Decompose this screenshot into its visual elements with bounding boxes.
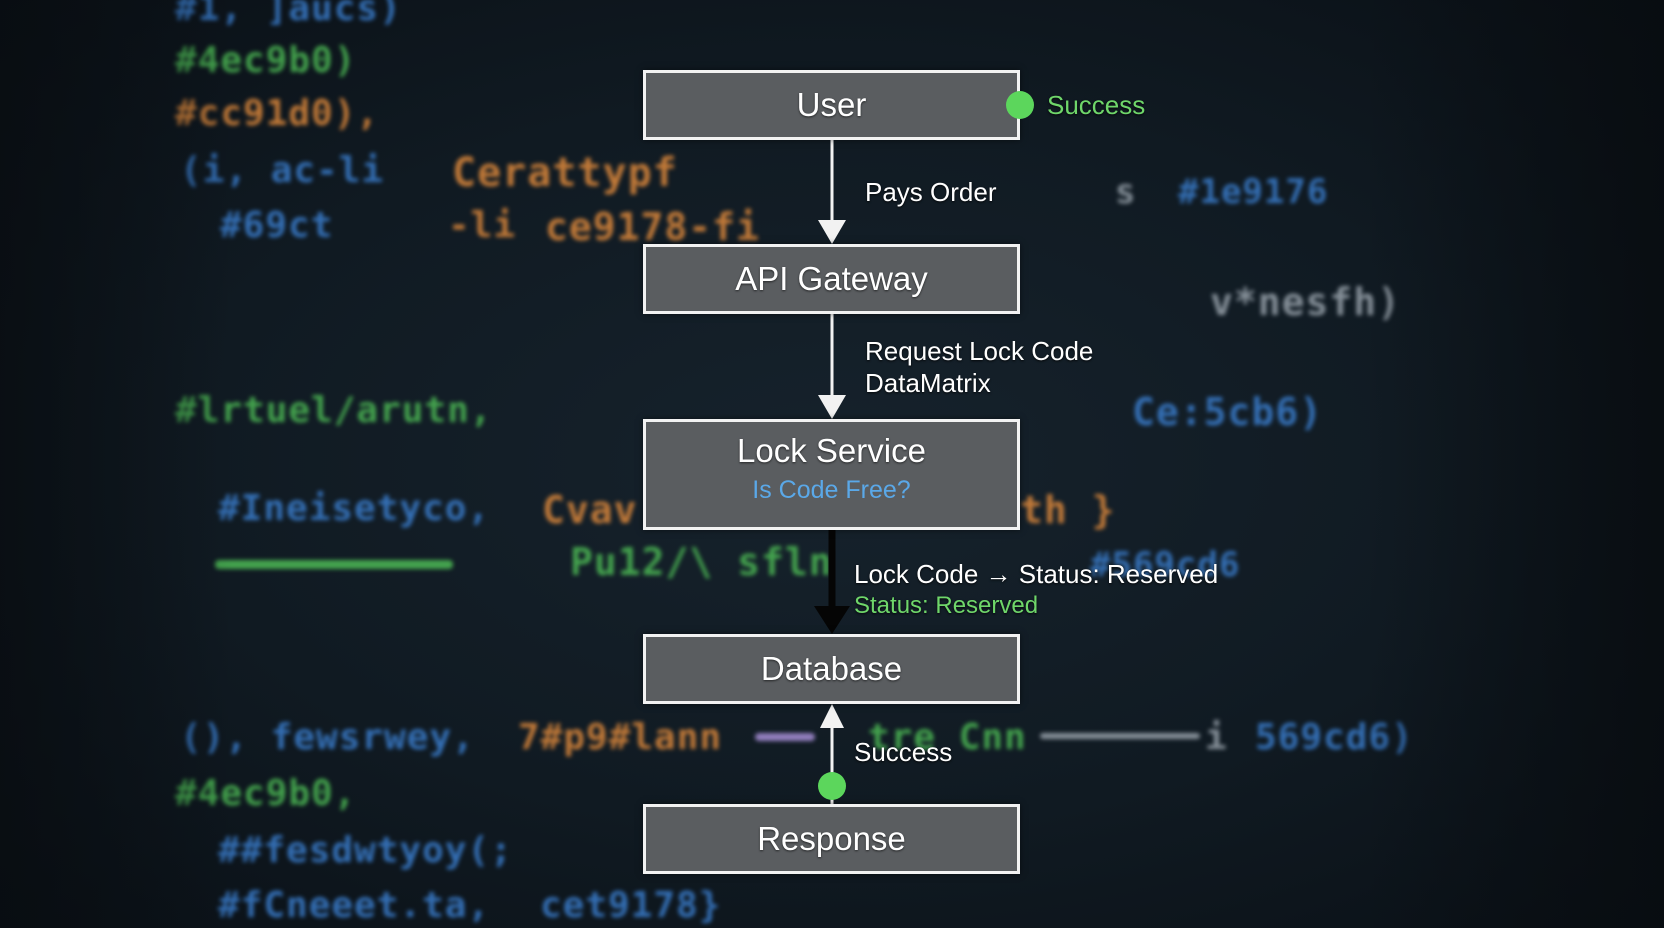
node-api-gateway[interactable]: API Gateway bbox=[643, 244, 1020, 314]
arrowhead-down-icon bbox=[818, 220, 846, 244]
node-lock-service[interactable]: Lock Service Is Code Free? bbox=[643, 419, 1020, 530]
node-label: Response bbox=[757, 820, 906, 857]
edge-label-request-lock-code: Request Lock Code bbox=[865, 336, 1094, 366]
arrowhead-up-icon bbox=[820, 704, 844, 728]
success-status-dot-icon bbox=[818, 772, 846, 800]
node-user[interactable]: User bbox=[643, 70, 1020, 140]
node-label: Lock Service bbox=[737, 432, 926, 469]
user-status-label: Success bbox=[1047, 90, 1146, 120]
edge-label-datamatrix: DataMatrix bbox=[865, 368, 991, 398]
edge-label-success: Success bbox=[854, 737, 953, 767]
node-database[interactable]: Database bbox=[643, 634, 1020, 704]
node-label: Database bbox=[760, 650, 903, 687]
arrowhead-down-icon bbox=[814, 606, 850, 634]
node-label: User bbox=[796, 86, 867, 123]
node-label: API Gateway bbox=[735, 260, 928, 297]
success-status-dot-icon bbox=[1006, 91, 1034, 119]
edge-label-status-reserved: Status: Reserved bbox=[854, 592, 1039, 619]
edge-label-pays-order: Pays Order bbox=[865, 177, 997, 207]
edge-label-lock-code-status: Lock Code → Status: Reserved bbox=[854, 559, 1219, 589]
node-response[interactable]: Response bbox=[643, 804, 1020, 874]
node-sublabel: Is Code Free? bbox=[752, 476, 911, 504]
arrowhead-down-icon bbox=[818, 395, 846, 419]
